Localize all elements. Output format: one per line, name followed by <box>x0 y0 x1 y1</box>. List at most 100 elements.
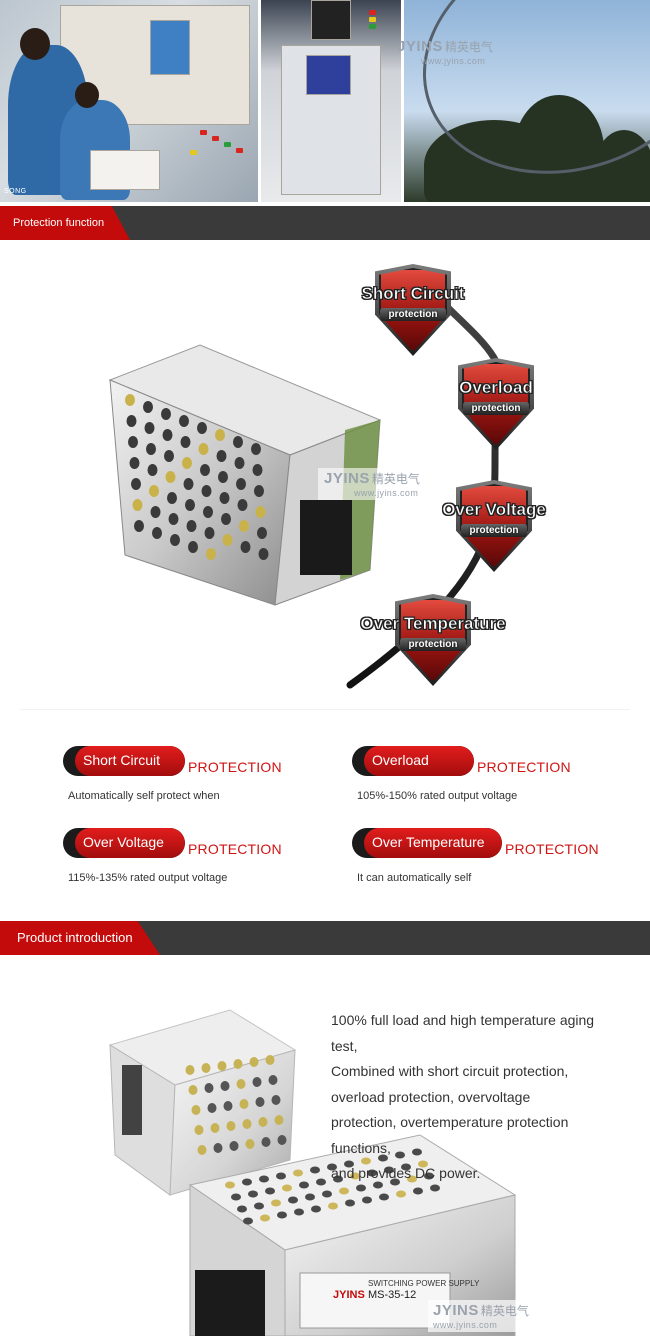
vent-hole <box>430 1184 440 1192</box>
vent-hole <box>147 464 158 476</box>
vent-hole <box>149 485 159 497</box>
vent-hole <box>249 1057 259 1067</box>
vent-hole <box>146 443 156 455</box>
vent-hole <box>188 1085 198 1095</box>
badge-overload: Overload protection <box>421 358 571 454</box>
vent-hole <box>179 415 189 427</box>
vent-hole <box>216 450 227 462</box>
vent-hole <box>152 527 162 539</box>
vent-hole <box>299 1181 309 1189</box>
vent-hole <box>361 1157 371 1165</box>
vent-hole <box>198 443 209 455</box>
vent-hole <box>294 1208 304 1216</box>
vent-hole <box>384 1166 394 1174</box>
vent-hole <box>396 1190 406 1198</box>
vent-hole <box>144 422 155 434</box>
vent-hole <box>245 1139 255 1149</box>
vent-hole <box>265 1055 275 1065</box>
protection-item-overload: Overload PROTECTION 105%-150% rated outp… <box>352 746 612 806</box>
vent-hole <box>390 1178 400 1186</box>
vent-hole <box>185 499 195 511</box>
vent-hole <box>197 422 207 434</box>
vent-hole <box>258 1117 268 1127</box>
vent-hole <box>164 450 174 462</box>
vent-hole <box>268 1075 278 1085</box>
vent-hole <box>277 1135 287 1145</box>
badge-short-circuit: Short Circuit protection <box>338 264 488 360</box>
product-subtitle-label: SWITCHING POWER SUPPLY <box>368 1279 480 1288</box>
vent-hole <box>170 534 180 546</box>
vent-hole <box>204 1083 214 1093</box>
vent-hole <box>162 429 173 441</box>
vent-hole <box>226 1121 236 1131</box>
vent-hole <box>220 1081 230 1091</box>
vent-hole <box>201 485 212 497</box>
product-unit-back <box>108 1009 297 1196</box>
vent-hole <box>218 471 228 483</box>
vent-hole <box>206 548 216 560</box>
vent-hole <box>125 394 135 406</box>
vent-hole <box>271 1199 281 1207</box>
protection-item-short-circuit: Short Circuit PROTECTION Automatically s… <box>63 746 323 806</box>
vent-hole <box>288 1196 298 1204</box>
vent-hole <box>254 1202 264 1210</box>
vent-hole <box>344 1160 354 1168</box>
vent-hole <box>197 1145 207 1155</box>
vent-hole <box>233 1059 243 1069</box>
vent-hole <box>276 1172 286 1180</box>
vent-hole <box>185 1065 195 1075</box>
vent-hole <box>373 1181 383 1189</box>
vent-hole <box>222 534 233 546</box>
vent-hole <box>239 1099 249 1109</box>
vent-hole <box>260 1214 270 1222</box>
vent-hole <box>237 499 248 511</box>
protection-item-over-voltage: Over Voltage PROTECTION 115%-135% rated … <box>63 828 323 888</box>
vent-hole <box>161 408 171 420</box>
vent-hole <box>379 1193 389 1201</box>
vent-hole <box>126 415 137 427</box>
vent-hole <box>258 548 269 560</box>
product-images <box>108 1009 517 1336</box>
vent-hole <box>282 1184 292 1192</box>
product-model-label: MS-35-12 <box>368 1289 417 1301</box>
vent-hole <box>257 527 267 539</box>
section-title: Protection function <box>0 206 130 240</box>
vent-hole <box>316 1178 326 1186</box>
vent-hole <box>252 464 263 476</box>
vent-hole <box>333 1175 343 1183</box>
vent-hole <box>255 1097 265 1107</box>
vent-hole <box>265 1187 275 1195</box>
vent-hole <box>261 1137 271 1147</box>
vent-hole <box>277 1211 287 1219</box>
vent-hole <box>378 1154 388 1162</box>
vent-hole <box>223 1101 233 1111</box>
vent-hole <box>231 1193 241 1201</box>
vent-hole <box>251 443 261 455</box>
vent-hole <box>327 1163 337 1171</box>
vent-hole <box>207 1103 217 1113</box>
vent-hole <box>236 1079 246 1089</box>
vent-hole <box>242 1178 252 1186</box>
vent-hole <box>194 1125 204 1135</box>
badge-over-voltage: Over Voltage protection <box>419 480 569 576</box>
vent-hole <box>168 513 179 525</box>
vent-hole <box>311 1205 321 1213</box>
vent-hole <box>395 1151 405 1159</box>
vent-hole <box>234 457 245 469</box>
paper-sheet <box>90 150 160 190</box>
vent-hole <box>186 520 197 532</box>
photo-caption: SONG <box>4 188 27 195</box>
vent-hole <box>132 499 143 511</box>
protection-item-over-temperature: Over Temperature PROTECTION It can autom… <box>352 828 642 888</box>
vent-hole <box>418 1160 428 1168</box>
vent-hole <box>248 1190 258 1198</box>
vent-hole <box>191 1105 201 1115</box>
vent-hole <box>128 436 138 448</box>
vent-hole <box>356 1184 366 1192</box>
vent-hole <box>167 492 177 504</box>
vent-hole <box>255 506 266 518</box>
vent-hole <box>219 492 230 504</box>
vent-hole <box>252 1077 262 1087</box>
